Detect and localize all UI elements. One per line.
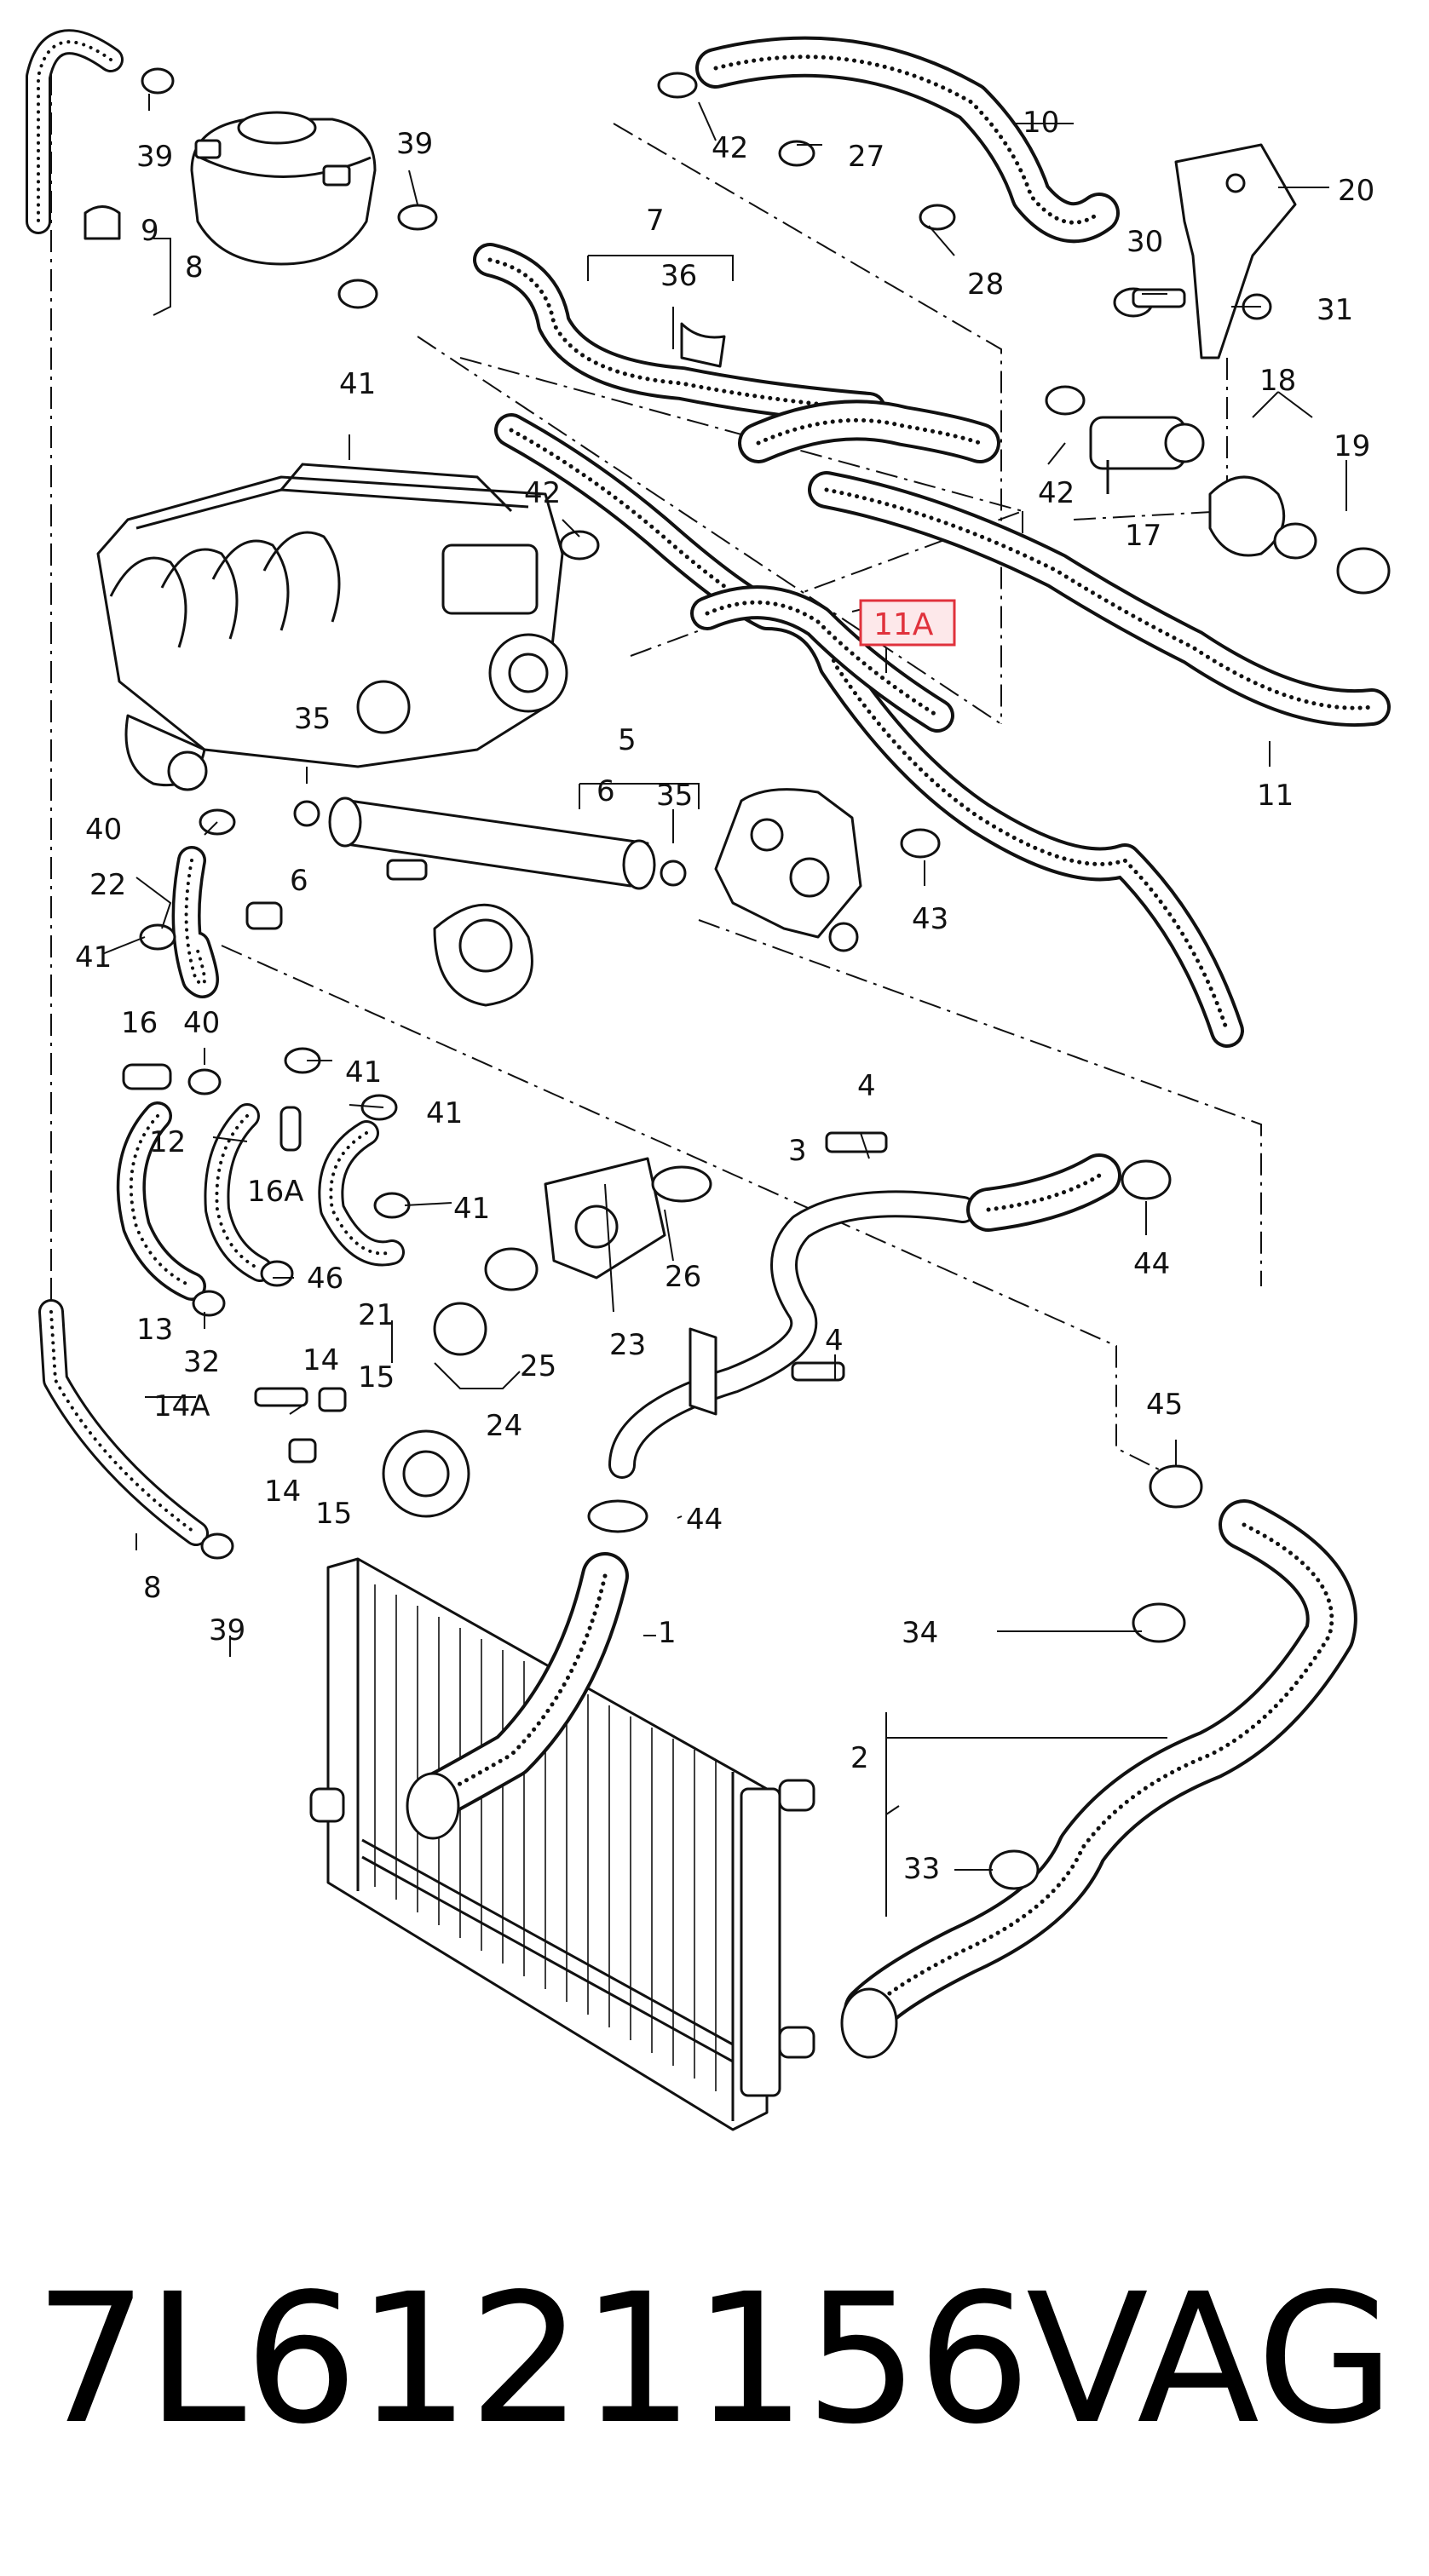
callout-22: 22 xyxy=(89,868,126,902)
callout-3: 3 xyxy=(788,1134,807,1168)
callout-31: 31 xyxy=(1317,293,1353,327)
oil-filter-flange-24 xyxy=(382,1247,539,1518)
hose-22 xyxy=(171,846,219,998)
callout-16: 16 xyxy=(121,1006,158,1040)
callout-12: 12 xyxy=(149,1125,186,1159)
callout-42-right: 42 xyxy=(1038,476,1075,510)
callout-4-upper: 4 xyxy=(857,1069,876,1103)
callout-40-upper: 40 xyxy=(85,813,122,847)
brand-name: VAG xyxy=(1026,2255,1395,2464)
callout-27: 27 xyxy=(848,140,884,174)
cylinder-head-gasket xyxy=(433,903,533,1007)
callout-11: 11 xyxy=(1257,779,1294,813)
callout-18: 18 xyxy=(1259,364,1296,398)
hose-clamps xyxy=(84,67,1317,1890)
hose-10 xyxy=(695,36,1120,244)
callout-45: 45 xyxy=(1146,1388,1183,1422)
hose-7 xyxy=(473,243,1000,463)
callout-16a: 16A xyxy=(247,1175,304,1209)
hose-3-pipe xyxy=(608,1153,1121,1479)
callout-26: 26 xyxy=(665,1260,701,1294)
callout-39-bottom: 39 xyxy=(209,1613,245,1647)
callout-14a: 14A xyxy=(153,1389,210,1423)
hose-11a xyxy=(494,413,1244,1048)
hose-8-bleed-line xyxy=(26,29,209,1546)
callout-41-left: 41 xyxy=(75,940,112,975)
highlight-box-11a xyxy=(859,599,956,647)
callout-35-left: 35 xyxy=(294,702,331,736)
coolant-pipe-5 xyxy=(293,796,687,890)
callout-labels: 1 2 3 4 4 5 6 6 7 8 8 9 10 11 11A 12 13 … xyxy=(75,106,1374,1886)
callout-36: 36 xyxy=(660,259,697,293)
callout-10: 10 xyxy=(1023,106,1059,140)
callout-8-upper: 8 xyxy=(185,250,204,285)
callout-15-lower: 15 xyxy=(315,1497,352,1531)
callout-42-mid: 42 xyxy=(524,476,561,510)
callout-39-top: 39 xyxy=(136,140,173,174)
callout-8-lower: 8 xyxy=(143,1571,162,1605)
callout-43: 43 xyxy=(912,902,948,936)
hose-12 xyxy=(204,1103,273,1282)
callout-21: 21 xyxy=(358,1298,395,1332)
callout-25: 25 xyxy=(520,1349,556,1383)
callout-41-c: 41 xyxy=(453,1192,490,1226)
callout-24: 24 xyxy=(486,1409,522,1443)
bolts-and-fittings xyxy=(122,288,1186,1463)
callout-7: 7 xyxy=(646,204,665,238)
callout-41-b: 41 xyxy=(426,1096,463,1130)
callout-5: 5 xyxy=(618,723,637,757)
callout-13: 13 xyxy=(136,1313,173,1347)
callout-6-lower: 6 xyxy=(290,864,308,898)
callout-33: 33 xyxy=(903,1852,940,1886)
footer: 7L6121156 VAG xyxy=(0,2249,1429,2470)
expansion-tank[interactable] xyxy=(190,111,377,266)
callout-23: 23 xyxy=(609,1328,646,1362)
callout-40-lower: 40 xyxy=(183,1006,220,1040)
callout-11a: 11A xyxy=(873,607,934,642)
callout-41-tank: 41 xyxy=(339,367,376,401)
hose-1 xyxy=(406,1552,629,1840)
callout-32: 32 xyxy=(183,1345,220,1379)
hose-13 xyxy=(116,1101,206,1301)
callout-28: 28 xyxy=(967,267,1004,302)
callout-44-right: 44 xyxy=(1133,1247,1170,1281)
hose-21 xyxy=(318,1120,405,1267)
mounting-bracket-20 xyxy=(1174,143,1297,359)
part-number: 7L6121156 xyxy=(34,2255,1031,2464)
callout-44-lower: 44 xyxy=(686,1503,723,1537)
callout-14-upper: 14 xyxy=(303,1343,339,1377)
callout-6-upper: 6 xyxy=(596,774,615,808)
callout-19: 19 xyxy=(1334,429,1370,463)
callout-leaders xyxy=(101,94,1347,1917)
callout-17: 17 xyxy=(1125,519,1161,553)
callout-41-a: 41 xyxy=(345,1055,382,1090)
callout-35-right: 35 xyxy=(656,779,693,813)
callout-39-mid: 39 xyxy=(396,127,433,161)
callout-15-upper: 15 xyxy=(358,1360,395,1394)
callout-20: 20 xyxy=(1338,174,1374,208)
callout-9: 9 xyxy=(141,214,159,248)
coolant-system-exploded-diagram: 1 2 3 4 4 5 6 6 7 8 8 9 10 11 11A 12 13 … xyxy=(26,29,1391,2131)
thermostat-housing xyxy=(714,788,862,952)
hose-2 xyxy=(840,1499,1357,2059)
callout-34: 34 xyxy=(902,1616,938,1650)
callout-30: 30 xyxy=(1126,225,1163,259)
auxiliary-pump-17 xyxy=(1089,416,1205,494)
callout-1: 1 xyxy=(658,1616,677,1650)
radiator[interactable] xyxy=(309,1557,815,2131)
hose-11 xyxy=(808,471,1391,727)
radiator-fins xyxy=(374,1584,717,2091)
callout-2: 2 xyxy=(850,1741,869,1775)
callout-14-lower: 14 xyxy=(264,1475,301,1509)
engine-block xyxy=(96,463,568,791)
connector-19 xyxy=(1208,475,1391,595)
callout-42-top: 42 xyxy=(712,131,748,165)
callout-46: 46 xyxy=(307,1262,343,1296)
callout-4-lower: 4 xyxy=(825,1324,844,1358)
